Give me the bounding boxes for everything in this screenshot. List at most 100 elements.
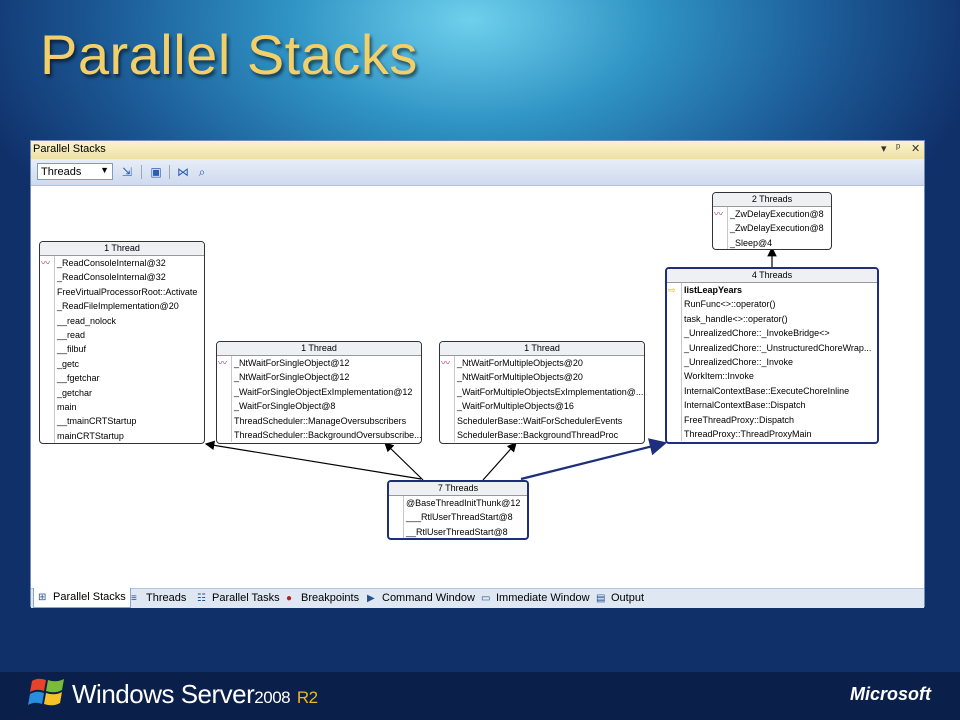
tab-label: Parallel Tasks — [212, 592, 280, 604]
tab-breakpoints[interactable]: ●Breakpoints — [286, 589, 359, 608]
tab-label: Threads — [146, 592, 187, 604]
tab-parallel-tasks[interactable]: ☷Parallel Tasks — [197, 589, 280, 608]
frame-label: _ReadConsoleInternal@32 — [57, 272, 166, 283]
stack-frame[interactable]: 〰_ZwDelayExecution@8 — [713, 207, 831, 222]
stack-frame[interactable]: SchedulerBase::BackgroundThreadProc — [440, 427, 644, 443]
frame-gutter — [681, 369, 682, 384]
frame-label: _getc — [57, 358, 80, 369]
frame-label: FreeThreadProxy::Dispatch — [684, 414, 795, 425]
frame-label: __tmainCRTStartup — [57, 416, 137, 427]
stack-frame[interactable]: _WaitForMultipleObjects@16 — [440, 399, 644, 414]
tab-immediate-window[interactable]: ▭Immediate Window — [481, 589, 590, 608]
stack-frame[interactable]: _UnrealizedChore::_Invoke — [667, 354, 877, 370]
stack-frame[interactable]: @BaseThreadInitThunk@12 — [389, 496, 527, 511]
stack-node-7-threads[interactable]: 7 Threads @BaseThreadInitThunk@12 ___RtlUs… — [387, 480, 529, 540]
stack-frame[interactable]: _WaitForSingleObject@8 — [217, 399, 421, 414]
tab-threads[interactable]: ≡ Threads — [131, 589, 186, 608]
node-header: 7 Threads — [389, 482, 527, 496]
threads-icon: ≡ — [131, 593, 137, 604]
stack-frame[interactable]: FreeVirtualProcessorRoot::Activate — [40, 284, 204, 300]
stack-frame[interactable]: _NtWaitForMultipleObjects@20 — [440, 370, 644, 385]
windows-server-wordmark: Windows Server2008 R2 — [72, 679, 318, 710]
view-select-value: Threads — [41, 166, 82, 178]
stack-frame[interactable]: main — [40, 399, 204, 415]
frame-label: SchedulerBase::BackgroundThreadProc — [457, 429, 619, 440]
toolbar: Threads ▼ ⇲ ▣ ⋈ ⌕ — [31, 159, 924, 186]
frame-gutter — [454, 427, 455, 443]
stack-frame[interactable]: _ZwDelayExecution@8 — [713, 221, 831, 236]
stack-frame[interactable]: __read_nolock — [40, 313, 204, 328]
stack-frame[interactable]: _UnrealizedChore::_UnstructuredChoreWrap… — [667, 340, 877, 355]
parallel-stacks-window: Parallel Stacks ▾ ᵖ ✕ Threads ▼ ⇲ ▣ ⋈ ⌕ — [30, 140, 925, 608]
frame-gutter — [231, 399, 232, 414]
stack-frame[interactable]: _getc — [40, 356, 204, 372]
stack-frame[interactable]: ThreadProxy::ThreadProxyMain — [667, 426, 877, 442]
frame-label: _ZwDelayExecution@8 — [730, 209, 824, 219]
frame-gutter — [681, 354, 682, 370]
stack-frame[interactable]: FreeThreadProxy::Dispatch — [667, 412, 877, 427]
frame-gutter — [54, 414, 55, 429]
frame-gutter — [54, 371, 55, 386]
close-icon[interactable]: ✕ — [911, 143, 921, 155]
stack-frame[interactable]: _getchar — [40, 385, 204, 400]
stack-frame[interactable]: _Sleep@4 — [713, 235, 831, 249]
stack-frame[interactable]: _ReadConsoleInternal@32 — [40, 270, 204, 285]
stack-frame[interactable]: _WaitForMultipleObjectsExImplementation@… — [440, 384, 644, 400]
stack-frame[interactable]: RunFunc<>::operator() — [667, 297, 877, 312]
stack-frame[interactable]: mainCRTStartup — [40, 428, 204, 443]
stack-frame[interactable]: 〰_NtWaitForSingleObject@12 — [217, 356, 421, 371]
stack-frame[interactable]: ThreadScheduler::ManageOversubscribers — [217, 413, 421, 428]
stack-frame[interactable]: ⇨listLeapYears — [667, 283, 877, 298]
stack-frame[interactable]: ThreadScheduler::BackgroundOversubscribe… — [217, 427, 421, 443]
stack-frame[interactable]: task_handle<>::operator() — [667, 311, 877, 327]
stack-frame[interactable]: 〰_NtWaitForMultipleObjects@20 — [440, 356, 644, 371]
tab-parallel-stacks[interactable]: ⊞Parallel Stacks — [33, 588, 131, 608]
frame-gutter — [454, 399, 455, 414]
stack-frame[interactable]: __filbuf — [40, 342, 204, 357]
search-icon[interactable]: ⌕ — [198, 165, 206, 179]
stack-node-1-thread-multiple-objects[interactable]: 1 Thread〰_NtWaitForMultipleObjects@20_Nt… — [439, 341, 645, 444]
stack-frame[interactable]: _UnrealizedChore::_InvokeBridge<> — [667, 326, 877, 341]
stack-node-1-thread-main[interactable]: 1 Thread〰_ReadConsoleInternal@32_ReadCon… — [39, 241, 205, 444]
product-release: R2 — [296, 688, 318, 707]
stack-frame[interactable]: WorkItem::Invoke — [667, 369, 877, 384]
stack-frame[interactable]: _WaitForSingleObjectExImplementation@12 — [217, 384, 421, 400]
stack-frame[interactable]: __RtlUserThreadStart@8 — [389, 524, 527, 538]
frame-gutter — [403, 496, 404, 511]
stack-node-2-threads[interactable]: 2 Threads〰_ZwDelayExecution@8_ZwDelayExe… — [712, 192, 832, 250]
stack-frame[interactable]: ___RtlUserThreadStart@8 — [389, 510, 527, 525]
stack-frame[interactable]: InternalContextBase::Dispatch — [667, 398, 877, 413]
view-select[interactable]: Threads ▼ — [37, 163, 113, 180]
slide-title: Parallel Stacks — [40, 23, 418, 86]
frame-label: _NtWaitForSingleObject@12 — [234, 358, 350, 368]
toggle-zoom-icon[interactable]: ▣ — [150, 165, 162, 179]
stack-frame[interactable]: __fgetchar — [40, 371, 204, 386]
frame-gutter — [681, 283, 682, 298]
frame-label: _UnrealizedChore::_UnstructuredChoreWrap… — [684, 342, 872, 353]
frame-label: @BaseThreadInitThunk@12 — [406, 498, 521, 508]
stack-node-1-thread-single-object[interactable]: 1 Thread〰_NtWaitForSingleObject@12_NtWai… — [216, 341, 422, 444]
stack-frame[interactable]: _NtWaitForSingleObject@12 — [217, 370, 421, 385]
stack-frame[interactable]: 〰_ReadConsoleInternal@32 — [40, 256, 204, 271]
tab-output[interactable]: ▤Output — [596, 589, 644, 608]
link-f-to-a — [204, 440, 422, 480]
frame-gutter — [54, 270, 55, 285]
stack-frame[interactable]: SchedulerBase::WaitForSchedulerEvents — [440, 413, 644, 428]
frame-gutter — [681, 311, 682, 327]
toggle-method-view-icon[interactable]: ⇲ — [121, 165, 133, 179]
frame-gutter — [403, 510, 404, 525]
stack-frame[interactable]: __tmainCRTStartup — [40, 414, 204, 429]
frame-label: WorkItem::Invoke — [684, 371, 754, 382]
stack-frame[interactable]: InternalContextBase::ExecuteChoreInline — [667, 383, 877, 399]
stack-frame[interactable]: __read — [40, 327, 204, 343]
frame-label: ThreadProxy::ThreadProxyMain — [684, 428, 812, 439]
window-dropdown-icon[interactable]: ▾ — [881, 143, 887, 155]
pin-icon[interactable]: ᵖ — [896, 142, 901, 154]
stack-frame[interactable]: _ReadFileImplementation@20 — [40, 299, 204, 314]
frame-gutter — [231, 356, 232, 371]
tab-command-window[interactable]: ▶Command Window — [367, 589, 475, 608]
frame-label: InternalContextBase::ExecuteChoreInline — [684, 385, 850, 396]
show-external-code-icon[interactable]: ⋈ — [177, 165, 189, 179]
frame-gutter — [727, 235, 728, 249]
